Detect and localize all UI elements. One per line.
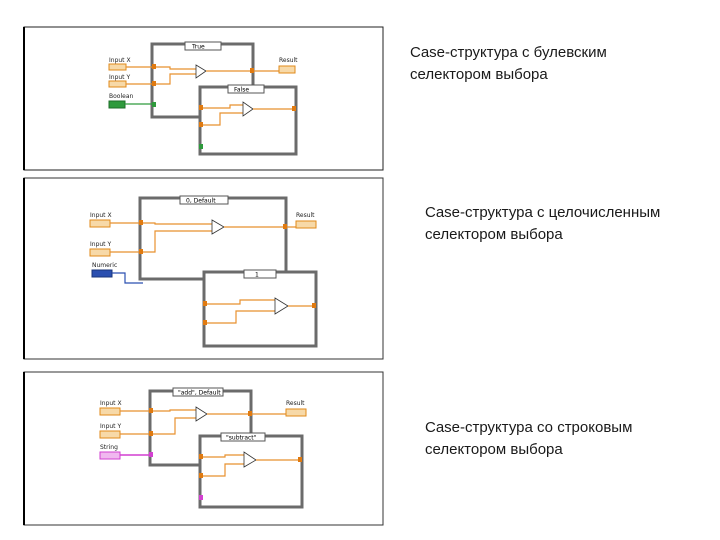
input-x-label: Input X [109, 57, 131, 64]
control-label: Numeric [92, 262, 117, 269]
inner-case-frame [198, 85, 298, 156]
result-indicator [278, 65, 296, 74]
inner-selector-text: "subtract" [226, 435, 257, 442]
add-node [195, 406, 208, 422]
result-indicator [295, 220, 317, 229]
result-label: Result [279, 57, 298, 64]
caption-line-2: селектором выбора [425, 226, 563, 243]
caption-line-1: Case-структура с целочисленным [425, 204, 661, 221]
caption-numeric: Case-структура с целочисленным селекторо… [425, 202, 660, 246]
result-label: Result [286, 400, 305, 407]
subtract-node [274, 297, 289, 315]
input-x-label: Input X [90, 212, 112, 219]
caption-line-1: Case-структура с булевским [410, 44, 607, 61]
outer-selector-label[interactable] [179, 195, 229, 205]
input-y-control[interactable] [99, 430, 121, 439]
outer-case-frame [138, 196, 288, 281]
caption-boolean: Case-структура с булевским селектором вы… [410, 42, 607, 86]
input-y-label: Input Y [100, 423, 121, 430]
panel-boolean-case: Input X Input Y Boolean True Result Fals… [0, 0, 720, 180]
inner-selector-text: 1 [255, 272, 259, 279]
add-node [195, 64, 207, 79]
input-x-control[interactable] [99, 407, 121, 416]
outer-selector-label[interactable] [184, 41, 222, 51]
subtract-node [242, 101, 254, 117]
input-y-label: Input Y [90, 241, 111, 248]
inner-selector-label[interactable] [227, 84, 265, 94]
outer-selector-label[interactable] [172, 387, 224, 397]
outer-selector-text: "add", Default [178, 390, 221, 397]
input-y-label: Input Y [109, 74, 130, 81]
string-control[interactable] [99, 451, 121, 460]
control-label: Boolean [109, 93, 133, 100]
outer-selector-text: True [191, 44, 205, 51]
caption-line-2: селектором выбора [410, 66, 548, 83]
inner-selector-label[interactable] [243, 269, 277, 279]
diagram-boolean-case: Input X Input Y Boolean True Result Fals… [23, 26, 384, 171]
inner-case-frame [198, 434, 304, 509]
caption-string: Case-структура со строковым селектором в… [425, 417, 632, 461]
inner-selector-text: False [234, 87, 249, 94]
outer-selector-text: 0, Default [186, 198, 216, 205]
inner-case-frame [202, 270, 318, 348]
subtract-node [243, 451, 257, 468]
caption-line-2: селектором выбора [425, 441, 563, 458]
result-indicator [285, 408, 307, 417]
control-label: String [100, 444, 118, 451]
input-x-label: Input X [100, 400, 122, 407]
result-label: Result [296, 212, 315, 219]
add-node [211, 219, 225, 235]
inner-selector-label[interactable] [220, 432, 266, 442]
caption-line-1: Case-структура со строковым [425, 419, 633, 436]
